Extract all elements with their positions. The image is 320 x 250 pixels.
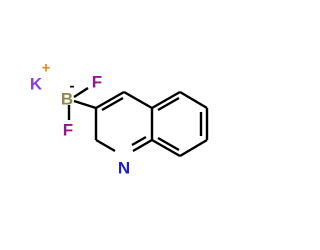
bond-b-f1 <box>73 86 89 99</box>
bond-c3-c4-inner <box>101 96 124 112</box>
atom-f-lower: F <box>63 121 73 140</box>
atom-b: B <box>61 90 73 109</box>
atom-labels: K + B - F F N <box>30 60 130 178</box>
bond-c8-c8a <box>151 138 181 158</box>
charge-b: - <box>70 78 75 95</box>
bond-b-c3 <box>73 99 97 110</box>
molecule-structure: K + B - F F N <box>30 60 209 178</box>
bond-c4a-c5 <box>151 90 181 110</box>
bond-c3-c4 <box>95 90 125 110</box>
bond-lines <box>67 86 209 158</box>
atom-f-upper: F <box>92 73 102 92</box>
bond-c7-c8 <box>179 138 208 158</box>
bond-c8-c8a-inner <box>157 136 180 152</box>
bond-c4a-c5-inner <box>157 96 180 112</box>
bond-c8a-n <box>132 138 153 153</box>
bond-c4-c4a <box>123 90 153 110</box>
bond-c8a-n-inner <box>131 135 147 147</box>
bond-n-c2 <box>95 138 116 153</box>
atom-n: N <box>118 159 130 178</box>
bond-c5-c6 <box>179 90 208 110</box>
atom-k: K <box>30 75 43 94</box>
charge-k: + <box>42 60 51 77</box>
